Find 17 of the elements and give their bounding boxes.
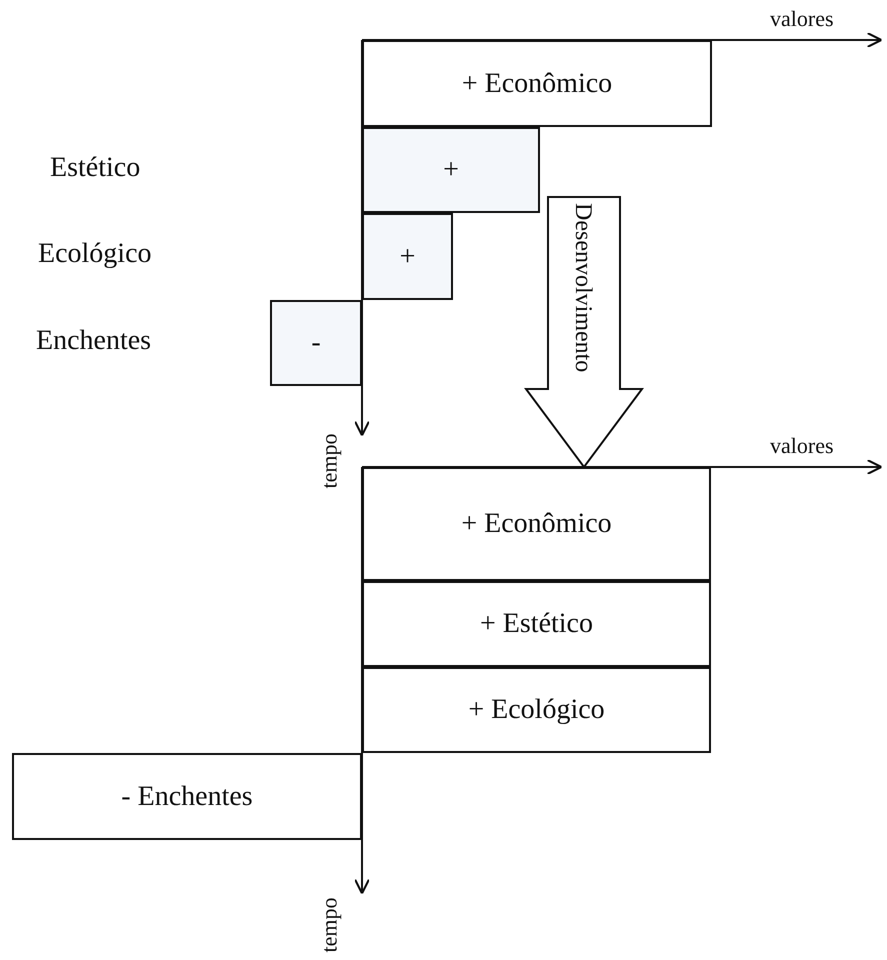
value-bar: + Estético (362, 581, 711, 667)
block-arrow (524, 196, 644, 469)
row-label: Estético (50, 152, 140, 184)
row-label: Ecológico (38, 238, 152, 270)
value-bar: - (270, 300, 362, 386)
value-bar: + Econômico (362, 467, 711, 581)
axis-label: valores (770, 433, 834, 459)
edge-label: Desenvolvimento (569, 203, 596, 372)
axis-label: valores (770, 6, 834, 32)
axis-label: tempo (316, 434, 342, 488)
value-bar: - Enchentes (12, 753, 362, 840)
axis-label: tempo (316, 898, 342, 952)
row-label: Enchentes (36, 325, 152, 357)
value-bar: + (362, 213, 453, 300)
value-bar: + Ecológico (362, 667, 711, 753)
value-bar: + (362, 127, 540, 213)
value-bar: + Econômico (362, 40, 712, 127)
